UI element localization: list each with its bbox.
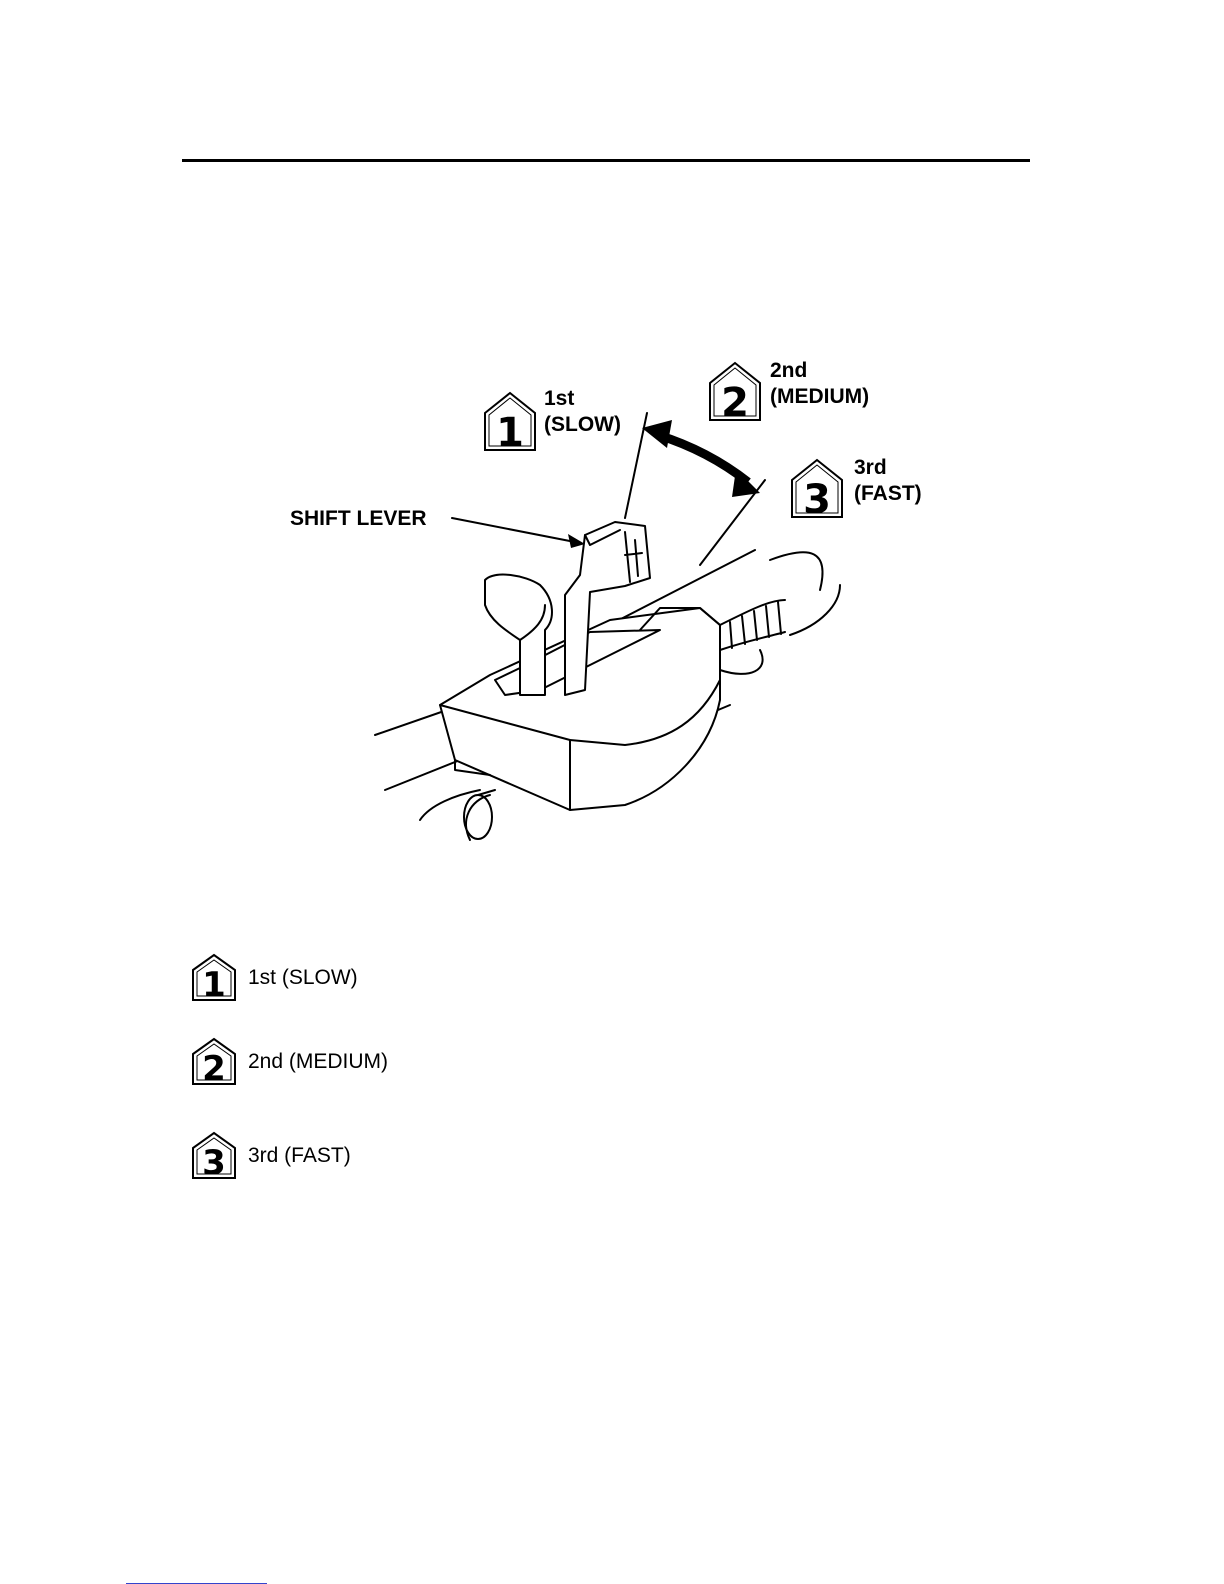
gear-2-icon: 2 [190, 1037, 238, 1087]
position-1-badge: 1 [485, 393, 535, 456]
position-2-label-line1: 2nd [770, 359, 807, 382]
hose-lower [720, 632, 785, 650]
position-3-number: 3 [803, 477, 831, 523]
legend-2-text: 2nd (MEDIUM) [248, 1050, 388, 1074]
position-2-number: 2 [721, 380, 749, 426]
position-3-label-line1: 3rd [854, 456, 887, 479]
rear-tube-bottom [790, 585, 840, 635]
legend-1-text: 1st (SLOW) [248, 966, 358, 990]
position-3-badge: 3 [792, 460, 842, 523]
cable-loop [720, 650, 763, 674]
legend-item-3: 3 3rd (FAST) [190, 1131, 790, 1181]
gear-3-icon: 3 [190, 1131, 238, 1181]
legend-item-2: 2 2nd (MEDIUM) [190, 1037, 790, 1087]
direction-arrow-head-right [732, 469, 760, 497]
legend-2-number: 2 [202, 1049, 226, 1087]
position-1-number: 1 [496, 410, 524, 456]
legend-1-number: 1 [202, 965, 226, 1003]
position-3-label-line2: (FAST) [854, 482, 922, 505]
position-2-label-line2: (MEDIUM) [770, 385, 869, 408]
deck-line-2 [385, 760, 460, 790]
gear-1-icon: 1 [190, 953, 238, 1003]
cable-clip [718, 705, 730, 710]
handle-tube-top [420, 790, 480, 820]
shift-lever-arrowhead [568, 534, 585, 548]
position-1-label-line1: 1st [544, 387, 574, 410]
header-rule [182, 159, 1030, 162]
legend-3-number: 3 [202, 1143, 226, 1181]
legend-item-1: 1 1st (SLOW) [190, 953, 790, 1003]
direction-arrow-head-left [642, 420, 672, 448]
direction-arrow-shaft [658, 435, 748, 482]
position-1-label-line2: (SLOW) [544, 413, 621, 436]
rear-tube-top [770, 552, 823, 590]
position-2-badge: 2 [710, 363, 760, 426]
shift-lever-label: SHIFT LEVER [290, 507, 427, 530]
shift-lever-illustration: 1 1st (SLOW) 2 2nd (MEDIUM) 3 3rd (FAST)… [280, 350, 960, 860]
legend-3-text: 3rd (FAST) [248, 1144, 351, 1168]
illustration-svg: 1 1st (SLOW) 2 2nd (MEDIUM) 3 3rd (FAST)… [280, 350, 960, 860]
shift-lever-leader-line [452, 518, 580, 543]
